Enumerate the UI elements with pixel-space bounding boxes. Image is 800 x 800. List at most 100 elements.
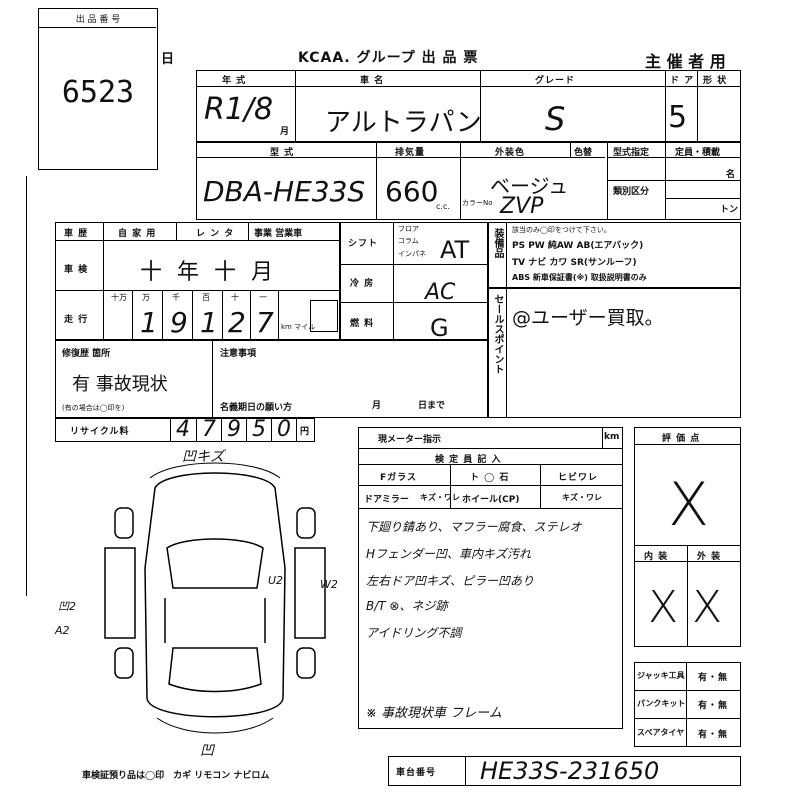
check-value-2: 有・無: [698, 730, 729, 740]
mileage-unit-4: 十: [231, 293, 239, 302]
exterior-label: 外 装: [697, 552, 722, 562]
shaken-value: 十 年 十 月: [140, 260, 277, 285]
mileage-digit-0: 1: [140, 306, 158, 339]
recycle-digit-1: 7: [202, 417, 216, 442]
inspection-block: [55, 222, 340, 340]
repair-note: (有の場合は◯印を): [62, 404, 125, 412]
ac-value: AC: [425, 280, 456, 305]
month-unit: 月: [280, 127, 290, 137]
inspector-block: [358, 427, 623, 729]
lot-label: 出 品 番 号: [75, 15, 121, 25]
checks-block: [634, 662, 741, 747]
score-value: X: [668, 470, 710, 540]
inspector-note-3: B/T ⊗、ネジ跡: [366, 599, 448, 613]
ac-label: 冷 房: [350, 279, 375, 289]
recycle-digit-3: 5: [252, 417, 266, 442]
deadline-day: 日まで: [418, 401, 446, 411]
fuel-value: G: [430, 314, 449, 342]
equipment-label: 装備品: [492, 228, 503, 258]
color-flag-label: 色替: [574, 148, 593, 158]
history-label: 車 歴: [64, 229, 89, 239]
ton-unit: トン: [720, 205, 739, 215]
equipment-note: 該当のみ◯印をつけて下さい。: [512, 226, 611, 234]
color-no-label: カラーNo: [462, 199, 493, 207]
recycle-label: リサイクル料: [70, 427, 130, 437]
check-label-0: ジャッキ工具: [637, 671, 685, 680]
weight-label: 定員・積載: [675, 148, 721, 158]
check-label-2: スペアタイヤ: [637, 728, 685, 737]
mileage-digit-3: 2: [228, 306, 246, 339]
cc-unit: c.c.: [436, 202, 450, 211]
year-value: R1/8: [204, 92, 274, 127]
model-label: 車 名: [360, 76, 385, 86]
equipment-line-1: PS PW 純AW AB(エアバック): [512, 241, 644, 251]
wheel-options: キズ・ワレ: [562, 493, 602, 502]
fglass-label: Fガラス: [380, 473, 417, 483]
vehicle-row-2: [196, 142, 741, 220]
floor-label: フロア: [398, 225, 419, 233]
inspector-footer-note: ※ 事故現状車 フレーム: [366, 706, 502, 721]
doors-value: 5: [668, 100, 688, 135]
chassis-block: [388, 756, 741, 786]
equipment-line-2: TV ナビ カワ SR(サンルーフ): [512, 258, 637, 268]
rental-label: レ ン タ: [196, 229, 235, 239]
repair-block: [55, 340, 488, 418]
vehicle-row-1: [196, 70, 741, 142]
exterior-value: X: [692, 582, 723, 633]
grade-label: グレード: [535, 76, 576, 86]
inspector-note-0: 下廻り錆あり、マフラー腐食、ステレオ: [366, 520, 582, 534]
keys-label: 車検証預り品は◯印 カギ リモコン ナビロム: [82, 771, 270, 781]
notes-label: 注意事項: [220, 349, 257, 359]
persons-unit: 名: [726, 170, 736, 180]
grade-value: S: [545, 100, 566, 138]
year-label: 年 式: [222, 76, 247, 86]
recycle-block: [55, 418, 315, 442]
inpane-label: インパネ: [398, 250, 426, 258]
sales-point-block: [488, 288, 741, 418]
mirror-label: ドアミラー: [364, 495, 409, 505]
interior-value: X: [648, 582, 679, 633]
meter-label: 現メーター指示: [378, 435, 442, 445]
shaken-label: 車 検: [64, 265, 89, 275]
repair-value: 有 事故現状: [72, 374, 168, 395]
km-mile: km マイル: [281, 323, 316, 331]
mirror-options: キズ・ワレ: [420, 493, 460, 502]
recycle-unit: 円: [300, 427, 310, 437]
private-label: 自 家 用: [118, 229, 157, 239]
diagram-top-note: 凹キズ: [182, 449, 224, 465]
sales-point-label: セールスポイント: [492, 294, 503, 374]
score-label: 評 価 点: [662, 434, 701, 444]
day-label: 日: [161, 52, 175, 67]
body-label: 形 状: [703, 76, 728, 86]
equipment-block: [488, 222, 741, 288]
recycle-digit-2: 9: [227, 417, 241, 442]
form-title: KCAA. グループ 出 品 票: [298, 50, 479, 66]
inspector-header: 検 定 員 記 入: [435, 455, 502, 465]
diagram-right-inner-note: U2: [268, 574, 284, 587]
check-value-0: 有・無: [698, 673, 729, 683]
inspector-note-1: Hフェンダー凹、車内キズ汚れ: [366, 547, 532, 561]
displacement-value: 660: [385, 175, 439, 208]
mileage-unit-5: 一: [259, 293, 267, 302]
mileage-unit-0: 十万: [111, 293, 127, 302]
mileage-label: 走 行: [64, 315, 89, 325]
mileage-digit-4: 7: [256, 306, 274, 339]
shift-label: シフト: [348, 239, 379, 249]
inspector-note-2: 左右ドア凹キズ、ピラー凹あり: [366, 574, 535, 588]
category-label: 類別区分: [613, 187, 650, 197]
type-value: DBA-HE33S: [203, 175, 366, 208]
organizer-label: 主 催 者 用: [645, 52, 726, 71]
deadline-month: 月: [372, 401, 382, 411]
color-no-value: ZVP: [500, 194, 544, 219]
type-label: 型 式: [270, 148, 295, 158]
inspector-note-4: アイドリング不調: [366, 626, 462, 640]
exterior-label: 外装色: [495, 148, 526, 158]
deadline-label: 名義期日の願い方: [220, 403, 293, 413]
fuel-label: 燃 料: [350, 319, 375, 329]
mileage-digit-1: 9: [170, 306, 188, 339]
diagram-left-note-2: A2: [55, 624, 70, 637]
commercial-label: 事業 営業車: [254, 229, 303, 239]
color-value: ベージュ: [490, 174, 569, 198]
mileage-checkbox: [310, 300, 338, 332]
displacement-label: 排気量: [395, 148, 426, 158]
